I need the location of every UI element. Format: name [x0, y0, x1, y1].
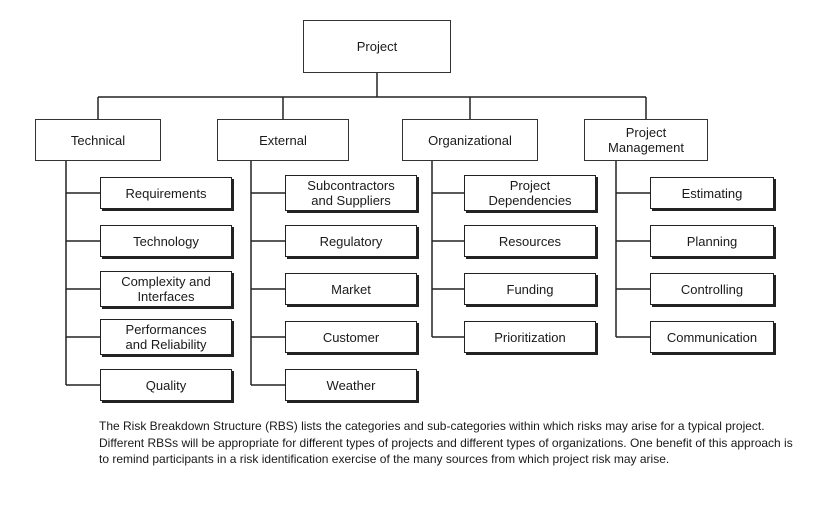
category-external: External: [217, 119, 349, 161]
category-label: Project Management: [608, 125, 684, 155]
subcategory-label: Regulatory: [319, 233, 383, 249]
subcategory-label: Resources: [498, 233, 562, 249]
subcategory-label: Communication: [666, 329, 758, 345]
subcategory-quality: Quality: [100, 369, 232, 401]
subcategory-market: Market: [285, 273, 417, 305]
subcategory-label: Requirements: [125, 185, 207, 201]
subcategory-subcontractors-and-suppliers: Subcontractors and Suppliers: [285, 175, 417, 211]
category-technical: Technical: [35, 119, 161, 161]
subcategory-label: Quality: [145, 377, 187, 393]
subcategory-label: Customer: [322, 329, 380, 345]
subcategory-label: Estimating: [681, 185, 743, 201]
subcategory-estimating: Estimating: [650, 177, 774, 209]
category-label: Organizational: [428, 132, 512, 148]
diagram-caption: The Risk Breakdown Structure (RBS) lists…: [99, 419, 793, 466]
subcategory-label: Technology: [133, 233, 199, 249]
category-project-management: Project Management: [584, 119, 708, 161]
subcategory-label: Planning: [686, 233, 738, 249]
subcategory-complexity-and-interfaces: Complexity and Interfaces: [100, 271, 232, 307]
subcategory-label: Performances and Reliability: [125, 322, 207, 352]
subcategory-customer: Customer: [285, 321, 417, 353]
subcategory-regulatory: Regulatory: [285, 225, 417, 257]
subcategory-planning: Planning: [650, 225, 774, 257]
subcategory-technology: Technology: [100, 225, 232, 257]
subcategory-resources: Resources: [464, 225, 596, 257]
subcategory-label: Market: [331, 281, 371, 297]
subcategory-requirements: Requirements: [100, 177, 232, 209]
category-organizational: Organizational: [402, 119, 538, 161]
category-label: Technical: [70, 132, 126, 148]
subcategory-performances-and-reliability: Performances and Reliability: [100, 319, 232, 355]
root-node-project: Project: [303, 20, 451, 73]
subcategory-label: Complexity and Interfaces: [121, 274, 211, 304]
subcategory-label: Subcontractors and Suppliers: [307, 178, 395, 208]
subcategory-communication: Communication: [650, 321, 774, 353]
subcategory-label: Controlling: [680, 281, 744, 297]
subcategory-weather: Weather: [285, 369, 417, 401]
root-node-label: Project: [356, 39, 398, 54]
subcategory-label: Prioritization: [494, 329, 566, 345]
subcategory-label: Funding: [506, 281, 554, 297]
subcategory-project-dependencies: Project Dependencies: [464, 175, 596, 211]
subcategory-funding: Funding: [464, 273, 596, 305]
category-label: External: [259, 132, 307, 148]
subcategory-prioritization: Prioritization: [464, 321, 596, 353]
subcategory-label: Weather: [326, 377, 376, 393]
subcategory-controlling: Controlling: [650, 273, 774, 305]
subcategory-label: Project Dependencies: [488, 178, 572, 208]
